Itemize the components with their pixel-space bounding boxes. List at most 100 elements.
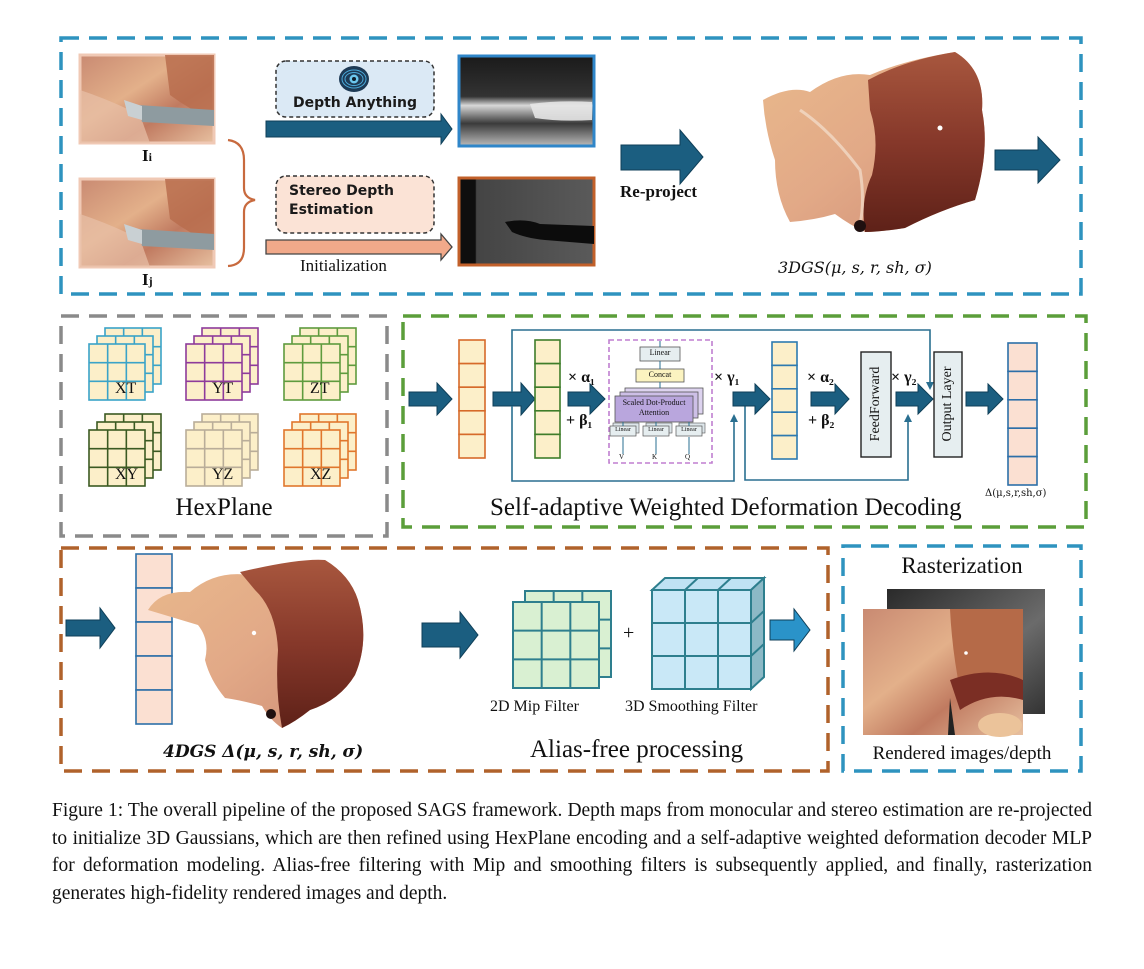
input-image-j-label: Ij [142, 270, 153, 290]
attention-linear-top-label: Linear [649, 348, 671, 357]
feedforward-block [860, 351, 892, 458]
attention-output-vector-cell [771, 364, 798, 390]
decoder-title: Self-adaptive Weighted Deformation Decod… [490, 494, 962, 521]
arrow-stage1-out [994, 135, 1061, 185]
attention-sdpa [614, 395, 694, 423]
output-layer-block [933, 351, 963, 458]
arrow-gamma1 [732, 382, 771, 416]
decoder-output-label: Δ(μ,s,r,sh,σ) [985, 488, 1047, 499]
hexplane-label-yt: YT [212, 380, 234, 397]
hexplane-panel-border [59, 314, 389, 538]
arrow-gamma2 [895, 382, 934, 416]
hexplane-feature-vector-cell [458, 433, 486, 459]
attention-input-q: Q [685, 453, 691, 461]
input-image-i [78, 53, 216, 145]
hexplane-title: HexPlane [175, 494, 273, 521]
brace-icon [227, 138, 256, 268]
raster-subtitle: Rendered images/depth [872, 743, 1052, 764]
image-i-subscript: i [148, 150, 152, 164]
arrow-to-filters [421, 610, 479, 660]
hexplane-feature-vector-cell [458, 409, 486, 436]
attention-input-k: K [652, 453, 658, 461]
hexplane-label-xt: XT [115, 380, 137, 397]
sdpa-line1: Scaled Dot-Product [622, 398, 686, 407]
encoded-feature-vector-cell [534, 339, 561, 365]
image-j-subscript: j [148, 274, 153, 288]
reproject-label: Re-project [620, 182, 698, 201]
arrow-to-output-vector [965, 382, 1004, 416]
alpha2-label: × α₂ [807, 369, 834, 386]
hexplane-label-zt: ZT [310, 380, 330, 397]
attention-output-vector-cell [771, 341, 798, 367]
arrow-alias-out [769, 607, 811, 653]
stereo-depth-label: Stereo Depth Estimation [289, 182, 394, 220]
deformation-input-vector-cell [135, 553, 173, 589]
residual-connection-outer [511, 329, 931, 392]
raster-title: Rasterization [901, 553, 1023, 578]
gaussian-4d-reconstruction [148, 559, 364, 728]
arrow-decoder-in [408, 381, 453, 417]
hexplane-grid-xz [283, 413, 357, 487]
image-j-letter: I [142, 270, 149, 289]
hexplane-label-yz: YZ [212, 466, 234, 483]
attention-output-vector [771, 341, 798, 460]
raster-panel-border [841, 544, 1083, 773]
gaussian-3d-label: 3DGS(μ, s, r, sh, σ) [778, 258, 932, 277]
input-image-i-label: Ii [142, 146, 152, 166]
arrow-stereo [265, 232, 453, 262]
feedforward-label: FeedForward [868, 366, 883, 442]
encoded-feature-vector-cell [534, 362, 561, 389]
attention-linear-label: Linear [681, 427, 697, 433]
mip-filter-label: 2D Mip Filter [490, 698, 579, 715]
hexplane-feature-vector-cell [458, 339, 486, 365]
attention-output-vector-cell [771, 387, 798, 413]
hexplane-feature-vector-cell [458, 362, 486, 389]
caption-text: Figure 1: The overall pipeline of the pr… [52, 800, 1092, 904]
decoder-panel-border [401, 314, 1088, 529]
attention-output-vector-cell [771, 411, 798, 437]
hexplane-feature-vector [458, 339, 486, 459]
stereo-depth-map [457, 176, 596, 267]
pipeline-diagram [59, 36, 1088, 773]
deformation-input-vector-cell [135, 621, 173, 657]
encoded-feature-vector-cell [534, 433, 561, 459]
hexplane-grid-yz [185, 413, 259, 487]
deformation-output-vector-cell [1007, 398, 1038, 429]
attention-linear-label: Linear [615, 427, 631, 433]
eye-icon [339, 66, 369, 92]
mip-filter-2d-icon [512, 590, 612, 689]
image-i-letter: I [142, 146, 149, 165]
hexplane-grid-xy [88, 413, 162, 487]
input-image-j [78, 177, 216, 269]
rendered-rgb-image [863, 609, 1023, 737]
output-layer-label: Output Layer [940, 366, 955, 442]
stereo-depth-box [275, 175, 435, 234]
encoded-feature-vector-cell [534, 386, 561, 412]
attention-output-vector-cell [771, 434, 798, 460]
arrow-alias-in [65, 606, 116, 650]
hexplane-label-xz: XZ [310, 466, 332, 483]
beta2-label: + β₂ [808, 412, 835, 429]
depth-anything-label: Depth Anything [292, 95, 418, 111]
gaussian-3d-reconstruction [763, 52, 985, 232]
hexplane-grid-yt [185, 327, 259, 401]
deformation-input-vector [135, 553, 173, 725]
smoothing-filter-3d-icon [649, 575, 767, 692]
residual-connection-inner [511, 406, 735, 482]
arrow-alpha1 [567, 382, 606, 416]
beta1-label: + β₁ [566, 412, 593, 429]
smoothing-filter-label: 3D Smoothing Filter [625, 698, 758, 715]
sdpa-line2: Attention [638, 408, 670, 417]
monocular-depth-map [457, 54, 596, 148]
deformation-output-vector-cell [1007, 370, 1038, 401]
attention-input-v: V [619, 453, 625, 461]
attention-linear-label: Linear [648, 427, 664, 433]
encoded-feature-vector-cell [534, 409, 561, 436]
gaussian-4d-label: 4DGS Δ(μ, s, r, sh, σ) [163, 742, 364, 762]
arrow-to-green-vector [492, 381, 536, 417]
alias-free-panel-border [59, 546, 830, 773]
plus-sign: + [623, 622, 635, 644]
hexplane-grid-xt [88, 327, 162, 401]
alpha1-label: × α₁ [568, 369, 595, 386]
deformation-input-vector-cell [135, 655, 173, 691]
